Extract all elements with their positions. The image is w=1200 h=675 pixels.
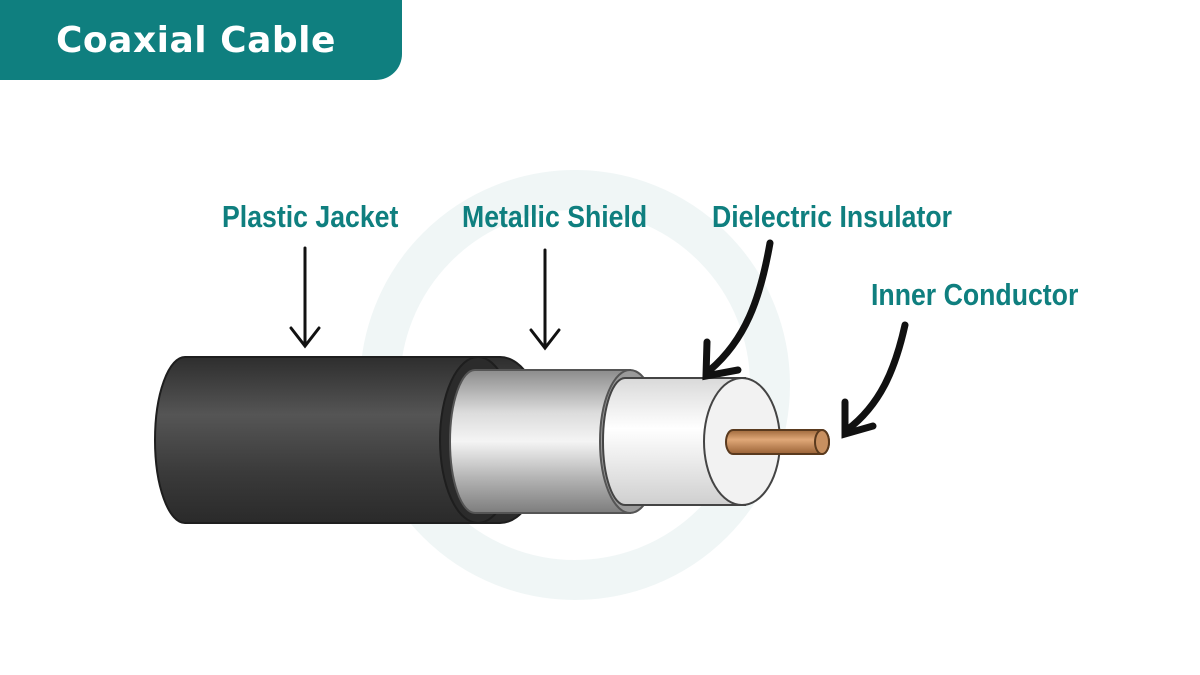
label-metallic-shield: Metallic Shield	[462, 199, 648, 234]
arrow-dielectric-insulator	[702, 239, 774, 381]
arrow-plastic-jacket	[289, 246, 321, 349]
label-plastic-jacket: Plastic Jacket	[222, 199, 399, 234]
page-title: Coaxial Cable	[56, 19, 336, 61]
label-inner-conductor: Inner Conductor	[871, 277, 1079, 312]
arrow-inner-conductor	[841, 321, 909, 439]
label-dielectric-insulator: Dielectric Insulator	[712, 199, 953, 234]
arrow-metallic-shield	[529, 248, 561, 351]
inner-conductor	[725, 429, 830, 455]
title-banner: Coaxial Cable	[0, 0, 402, 80]
